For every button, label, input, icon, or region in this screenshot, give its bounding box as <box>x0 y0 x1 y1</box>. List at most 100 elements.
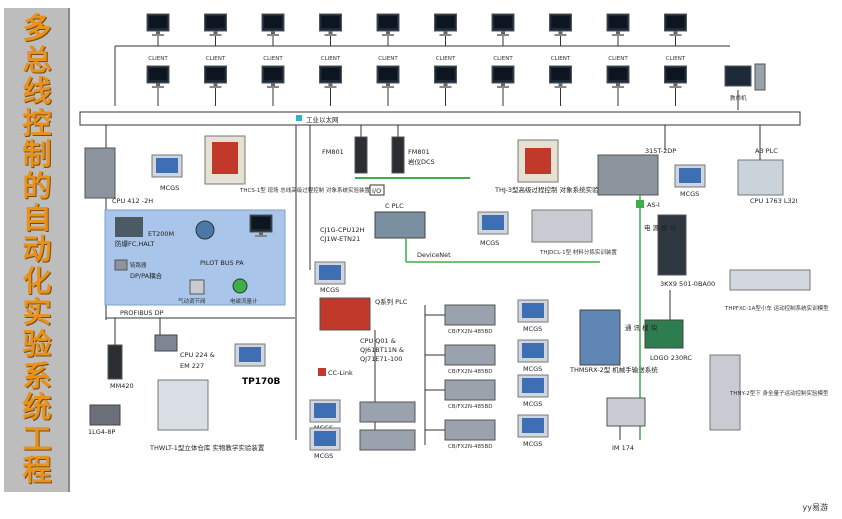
mcgs-inv-label: MCGS <box>523 365 542 373</box>
inverter-label: CB/FX2N-485BD <box>448 404 493 410</box>
mcgs-inv-label: MCGS <box>523 440 542 448</box>
monitor-base <box>439 86 452 88</box>
monitor-base <box>267 86 279 88</box>
mcgs-label-1: MCGS <box>160 184 179 192</box>
qj71-label: QJ71E71-100 <box>360 355 402 363</box>
title-char: 制 <box>22 137 52 172</box>
monitor-base <box>497 86 509 88</box>
thmsrx-icon <box>579 309 621 366</box>
thny-label: THNY-2型下 身全量子运动控制实验模型 <box>729 389 829 397</box>
monitor-base <box>554 34 567 36</box>
monitor-stand <box>673 83 678 86</box>
io-label: I/O <box>372 187 381 195</box>
monitor-screen <box>436 16 455 28</box>
monitor-stand <box>443 31 448 34</box>
monitor-base <box>669 86 682 88</box>
monitor-screen <box>321 16 340 28</box>
client-label: CLIENT <box>608 56 628 62</box>
thjdcl-label: THJDCL-1型 材料分拣实训装置 <box>539 248 617 256</box>
monitor-stand <box>259 232 263 235</box>
monitor-base <box>324 86 337 88</box>
transmitter-icon <box>195 220 215 240</box>
mcgs-inv-label: MCGS <box>523 325 542 333</box>
monitor-stand <box>616 31 620 34</box>
mcgs-low-label: MCGS <box>314 452 333 460</box>
hmi-screen <box>522 303 544 318</box>
cpuq-label: CPU Q01 & <box>360 337 396 345</box>
flowmeter-icon <box>232 278 248 294</box>
client-label: CLIENT <box>206 56 226 62</box>
thjdcl-icon <box>531 209 593 243</box>
s7300-icon <box>597 154 659 196</box>
hmi-screen <box>482 215 504 230</box>
qplc-label: Q系列 PLC <box>375 297 408 306</box>
monitor-stand <box>328 83 333 86</box>
dcams-sublabel: 教师机 <box>730 94 747 102</box>
monitor-screen <box>206 68 225 80</box>
inverter-label: CB/FX2N-485BD <box>448 444 493 450</box>
pilot-label: PILOT BUS PA <box>200 259 244 267</box>
monitor-stand <box>213 83 218 86</box>
fm801-label-b: FM801 <box>408 148 430 156</box>
inverter-icon <box>444 304 496 326</box>
monitor-stand <box>271 31 275 34</box>
hmi-screen <box>319 265 341 280</box>
monitor-screen <box>436 68 455 80</box>
dcams-monitor-icon <box>724 65 752 87</box>
thcs-rig-detail <box>212 142 238 174</box>
dppa-label: DP/PA耦合 <box>130 271 163 280</box>
title-char: 控 <box>22 105 52 140</box>
s7300-label: 315T-2DP <box>645 147 676 155</box>
thpfxc-icon <box>729 269 811 291</box>
mcgs-label-3: MCGS <box>320 286 339 294</box>
client-label: CLIENT <box>263 56 283 62</box>
monitor-screen <box>551 16 570 28</box>
io-box <box>369 184 385 196</box>
monitor-stand <box>156 83 160 86</box>
cpu224-label: CPU 224 & <box>180 351 215 359</box>
monitor-base <box>324 34 337 36</box>
fm801-icon-a <box>354 136 368 174</box>
qj61-label: QJ61BT11N & <box>360 346 404 354</box>
thny-icon <box>709 354 741 431</box>
cpu1763-label: CPU 1763 L32I <box>750 197 798 205</box>
mm420-icon <box>107 344 123 380</box>
hmi-screen <box>679 168 701 183</box>
monitor-screen <box>264 16 282 28</box>
logo-label: LOGO 230RC <box>650 354 692 362</box>
monitor-base <box>382 86 394 88</box>
client-label: CLIENT <box>148 56 168 62</box>
monitor-screen <box>551 68 570 80</box>
monitor-stand <box>558 83 563 86</box>
mcgs-label-4: MCGS <box>680 190 699 198</box>
mm420-label: MM420 <box>110 382 134 390</box>
title-char: 的 <box>22 169 52 203</box>
monitor-base <box>267 34 279 36</box>
meter-label: 电磁流量计 <box>230 297 258 305</box>
monitor-stand <box>673 31 678 34</box>
thwlt-rig-icon <box>157 379 209 431</box>
thpfxc-label: THPFXC-1A型小车 运动控制系统实训模型 <box>724 304 829 312</box>
monitor-base <box>152 86 164 88</box>
title-char: 程 <box>22 453 52 488</box>
thj-label: THJ-3型高级过程控制 对象系统实验装置 <box>494 185 612 194</box>
fm801-icon-b <box>391 136 405 174</box>
thmsrx-label: THMSRX-2型 机械手输送系统 <box>569 365 658 374</box>
monitor-screen <box>666 16 685 28</box>
monitor-screen <box>609 68 627 80</box>
valve-icon <box>189 279 205 295</box>
client-label: CLIENT <box>378 56 398 62</box>
monitor-base <box>554 86 567 88</box>
title-char: 系 <box>22 358 52 393</box>
motor-label: 1LG4-8P <box>88 428 115 436</box>
monitor-stand <box>271 83 275 86</box>
title-char: 验 <box>22 327 52 361</box>
dcams-tower-icon <box>754 63 766 91</box>
monitor-base <box>209 34 222 36</box>
title-char: 实 <box>22 295 52 330</box>
monitor-screen <box>206 16 225 28</box>
mcgs-label-2: MCGS <box>480 239 499 247</box>
link-icon <box>114 259 128 271</box>
monitor-screen <box>321 68 340 80</box>
im174-label: IM 174 <box>612 444 634 452</box>
